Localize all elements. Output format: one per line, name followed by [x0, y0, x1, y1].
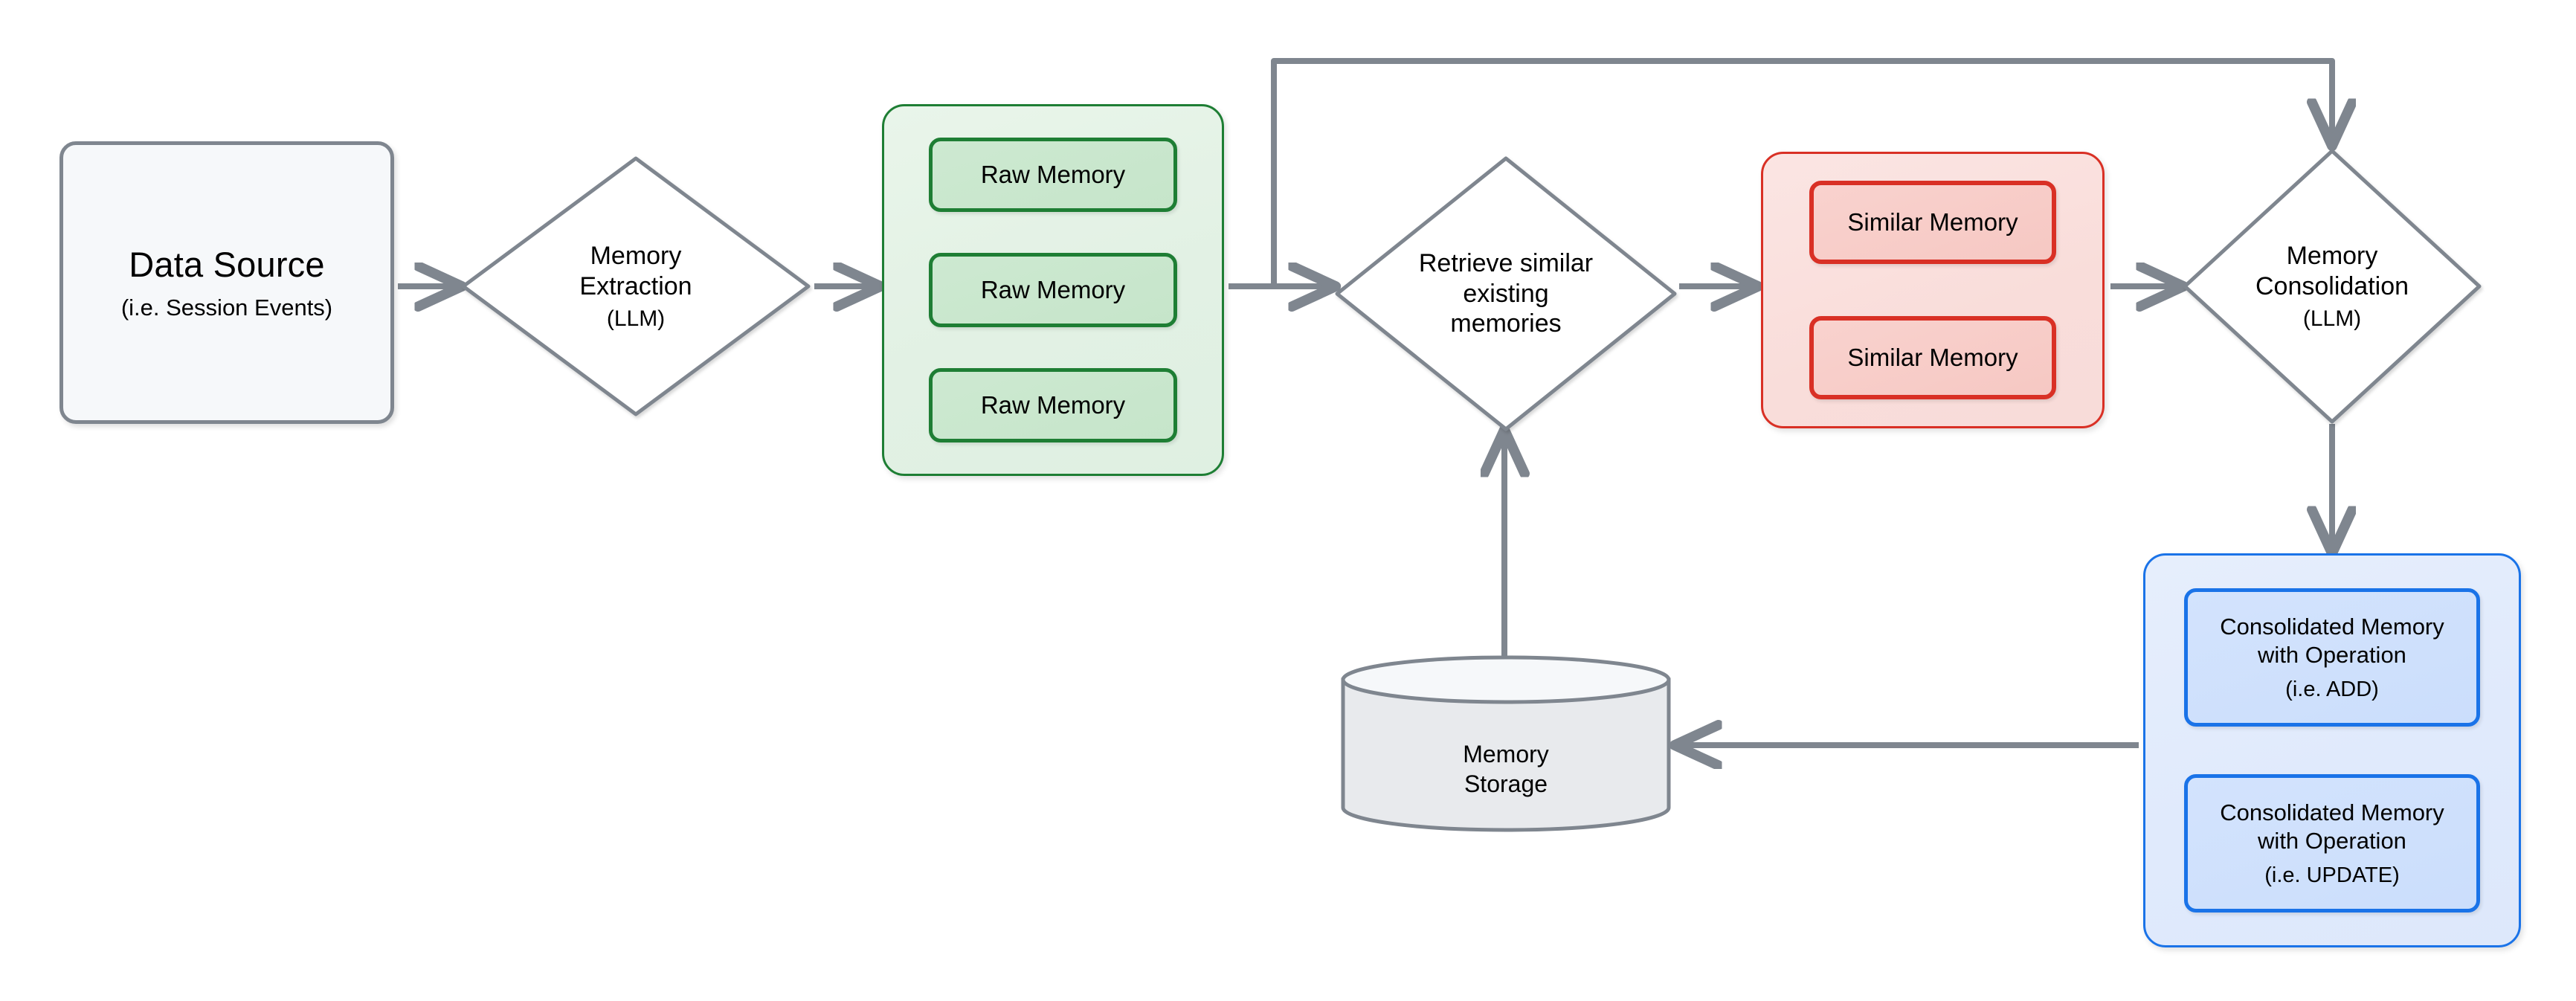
group-consolidated-memory: Consolidated Memory with Operation (i.e.… [2143, 553, 2521, 947]
raw-memory-item-2[interactable]: Raw Memory [929, 253, 1177, 327]
raw-memory-item-1[interactable]: Raw Memory [929, 138, 1177, 212]
consolidated-memory-operation: (i.e. ADD) [2285, 677, 2379, 702]
group-raw-memory: Raw Memory Raw Memory Raw Memory [882, 104, 1224, 476]
node-data-source[interactable]: Data Source (i.e. Session Events) [59, 141, 394, 424]
similar-memory-item-1[interactable]: Similar Memory [1809, 181, 2056, 264]
group-similar-memory: Similar Memory Similar Memory [1761, 152, 2105, 428]
retrieve-similar-shape [1335, 156, 1677, 431]
data-source-title: Data Source [129, 245, 325, 285]
similar-memory-label: Similar Memory [1847, 344, 2018, 371]
node-memory-consolidation[interactable]: Memory Consolidation (LLM) [2179, 145, 2485, 428]
consolidated-memory-operation: (i.e. UPDATE) [2264, 863, 2400, 888]
node-retrieve-similar-memories[interactable]: Retrieve similar existing memories [1331, 152, 1681, 435]
raw-memory-item-3[interactable]: Raw Memory [929, 368, 1177, 442]
node-memory-extraction[interactable]: Memory Extraction (LLM) [457, 152, 814, 420]
raw-memory-label: Raw Memory [980, 391, 1126, 419]
data-source-subtitle: (i.e. Session Events) [120, 294, 333, 321]
consolidated-memory-line1: Consolidated Memory [2220, 613, 2444, 640]
similar-memory-label: Similar Memory [1847, 208, 2018, 236]
consolidated-memory-item-2[interactable]: Consolidated Memory with Operation (i.e.… [2184, 774, 2480, 913]
database-cylinder-icon [1341, 655, 1671, 832]
raw-memory-label: Raw Memory [980, 276, 1126, 303]
consolidated-memory-item-1[interactable]: Consolidated Memory with Operation (i.e.… [2184, 588, 2480, 727]
similar-memory-item-2[interactable]: Similar Memory [1809, 316, 2056, 399]
memory-consolidation-shape [2183, 149, 2482, 424]
raw-memory-label: Raw Memory [980, 161, 1126, 188]
memory-extraction-shape [461, 156, 811, 416]
consolidated-memory-line2: with Operation [2258, 641, 2406, 668]
consolidated-memory-line1: Consolidated Memory [2220, 799, 2444, 825]
node-memory-storage[interactable]: Memory Storage [1339, 654, 1673, 833]
consolidated-memory-line2: with Operation [2258, 827, 2406, 854]
